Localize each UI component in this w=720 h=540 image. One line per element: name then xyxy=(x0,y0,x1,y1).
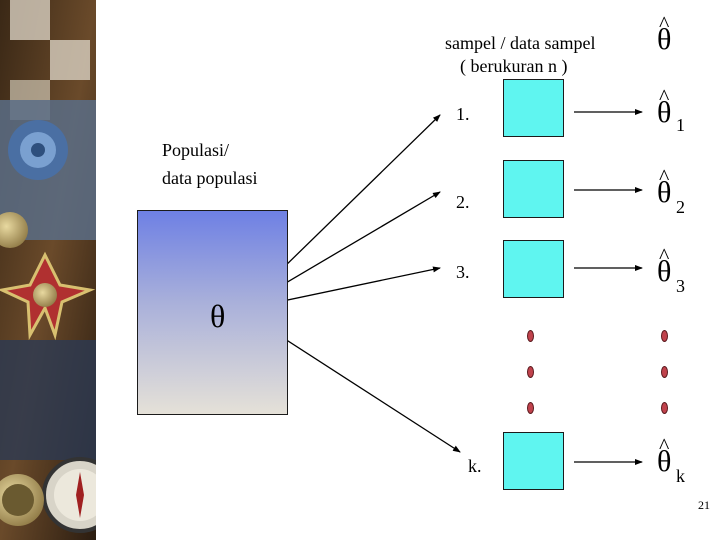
estimator-header-symbol: ^ θ xyxy=(657,13,672,56)
sample-box xyxy=(503,79,564,137)
estimator-symbol-2: ^ θ 2 xyxy=(657,166,685,217)
sample-box xyxy=(503,160,564,218)
hat-accent: ^ xyxy=(659,84,670,109)
sample-label: 2. xyxy=(456,192,470,212)
population-box xyxy=(137,210,288,415)
population-label-line1: Populasi/ xyxy=(162,140,230,160)
hat-accent: ^ xyxy=(659,11,670,36)
estimator-symbol: θ xyxy=(657,23,672,56)
decorative-medal-photo xyxy=(0,0,96,540)
ellipsis-dot xyxy=(661,366,668,378)
hat-accent: ^ xyxy=(659,243,670,268)
ellipsis-dot xyxy=(527,366,534,378)
population-label-line2: data populasi xyxy=(162,168,258,188)
hat-accent: ^ xyxy=(659,164,670,189)
sample-header-line2: ( berukuran n ) xyxy=(460,56,568,76)
estimator-symbol: θ xyxy=(657,96,672,129)
sample-header-line1: sampel / data sampel xyxy=(445,33,596,53)
estimator-subscript: 3 xyxy=(676,276,685,296)
estimator-subscript: 1 xyxy=(676,115,685,135)
estimator-symbol-3: ^ θ 3 xyxy=(657,245,685,296)
sample-label: 3. xyxy=(456,262,470,282)
estimator-symbol: θ xyxy=(657,445,672,478)
estimator-symbol-k: ^ θ k xyxy=(657,435,685,486)
sample-box xyxy=(503,240,564,298)
ellipsis-dot xyxy=(661,330,668,342)
estimator-symbol: θ xyxy=(657,176,672,209)
population-parameter-symbol: θ xyxy=(210,298,226,334)
ellipsis-dot xyxy=(527,330,534,342)
sample-box xyxy=(503,432,564,490)
estimator-symbol-1: ^ θ 1 xyxy=(657,86,685,135)
sample-label: 1. xyxy=(456,104,470,124)
estimator-symbol: θ xyxy=(657,255,672,288)
hat-accent: ^ xyxy=(659,433,670,458)
ellipsis-dot xyxy=(661,402,668,414)
slide-number: 21 xyxy=(698,498,710,512)
estimator-subscript: k xyxy=(676,466,685,486)
sample-label: k. xyxy=(468,456,482,476)
ellipsis-dot xyxy=(527,402,534,414)
estimator-subscript: 2 xyxy=(676,197,685,217)
